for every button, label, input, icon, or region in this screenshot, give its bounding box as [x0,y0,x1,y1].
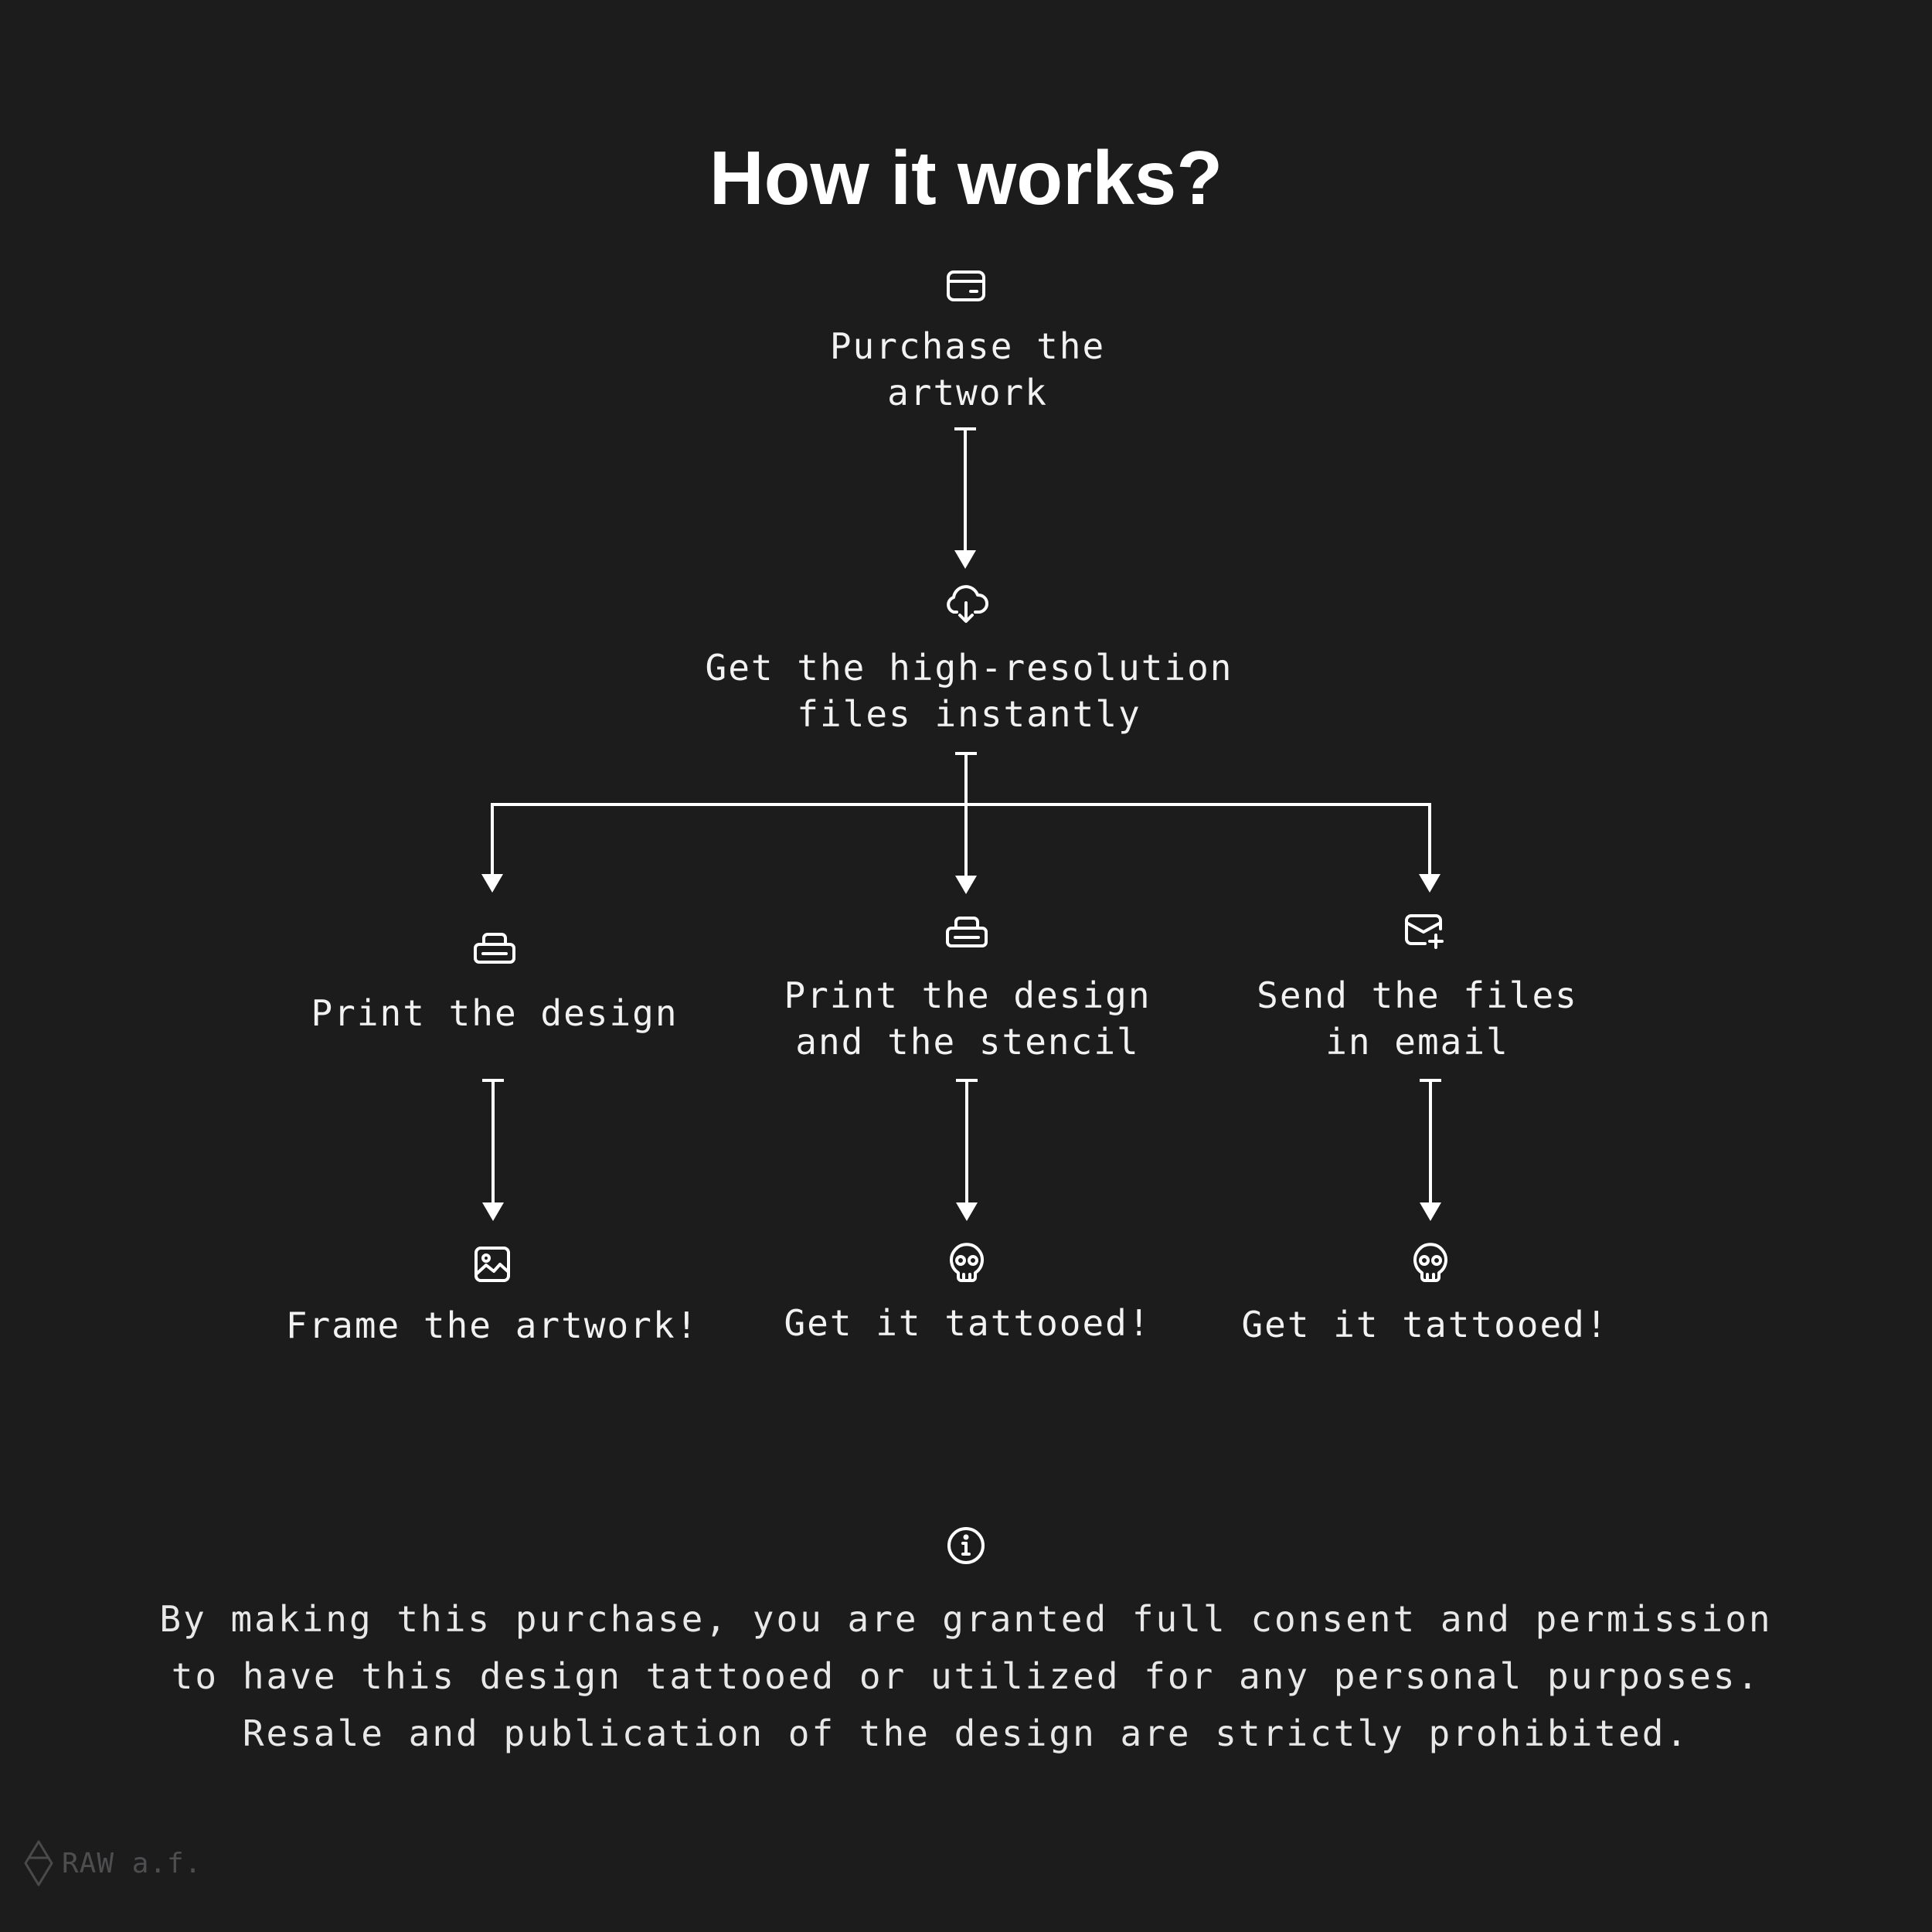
step-purchase-line-2: artwork [887,372,1048,413]
arrowhead [956,1202,978,1221]
step-print-stencil-line-1: Print the design [784,975,1151,1016]
arrow-email-to-tattoo [1420,1079,1441,1204]
step-print-design-line-1: Print the design [311,992,679,1034]
notice-line-3: Resale and publication of the design are… [242,1713,1690,1754]
image-icon [474,1246,511,1286]
step-tattoo-right-line-1: Get it tattooed! [1241,1304,1609,1345]
printer-icon [945,916,988,951]
cloud-download-icon [944,584,989,628]
mail-plus-icon [1403,913,1445,952]
step-tattoo-center-line-1: Get it tattooed! [784,1302,1151,1344]
step-frame-line-1: Frame the artwork! [285,1304,699,1346]
step-download: Get the high-resolution files instantly [706,645,1233,737]
step-send-email-line-1: Send the files [1257,975,1578,1016]
step-send-email-line-2: in email [1325,1021,1509,1063]
step-tattoo-center: Get it tattooed! [784,1300,1151,1346]
skull-icon [947,1242,986,1287]
info-icon [946,1526,986,1569]
skull-icon [1411,1242,1450,1287]
arrowhead [1420,1202,1441,1221]
arrowhead [955,876,977,894]
step-print-design: Print the design [311,990,678,1036]
diamond-logo-icon [24,1840,53,1886]
brand-text: RAW a.f. [62,1847,202,1879]
notice-line-2: to have this design tattooed or utilized… [171,1655,1761,1697]
step-send-email: Send the files in email [1257,972,1578,1065]
consent-notice: By making this purchase, you are granted… [0,1590,1932,1762]
arrowhead [481,874,503,893]
step-tattoo-right: Get it tattooed! [1241,1301,1608,1348]
arrow-print-to-frame [482,1079,504,1204]
step-purchase: Purchase the artwork [830,323,1105,416]
arrow-purchase-to-download [954,427,976,552]
step-download-line-1: Get the high-resolution [705,647,1233,689]
step-print-stencil: Print the design and the stencil [784,972,1151,1065]
credit-card-icon [946,269,986,306]
printer-icon [473,932,516,968]
step-print-stencil-line-2: and the stencil [795,1021,1140,1063]
page-title: How it works? [709,135,1223,220]
step-download-line-2: files instantly [797,693,1141,735]
notice-line-1: By making this purchase, you are granted… [159,1598,1773,1640]
step-frame: Frame the artwork! [286,1302,699,1349]
arrowhead [954,550,976,569]
brand-watermark: RAW a.f. [23,1839,202,1887]
arrowhead [482,1202,504,1221]
arrow-download-branch [491,752,1431,877]
arrow-stencil-to-tattoo [956,1079,978,1204]
arrowhead [1419,874,1440,893]
step-purchase-line-1: Purchase the [829,325,1106,367]
